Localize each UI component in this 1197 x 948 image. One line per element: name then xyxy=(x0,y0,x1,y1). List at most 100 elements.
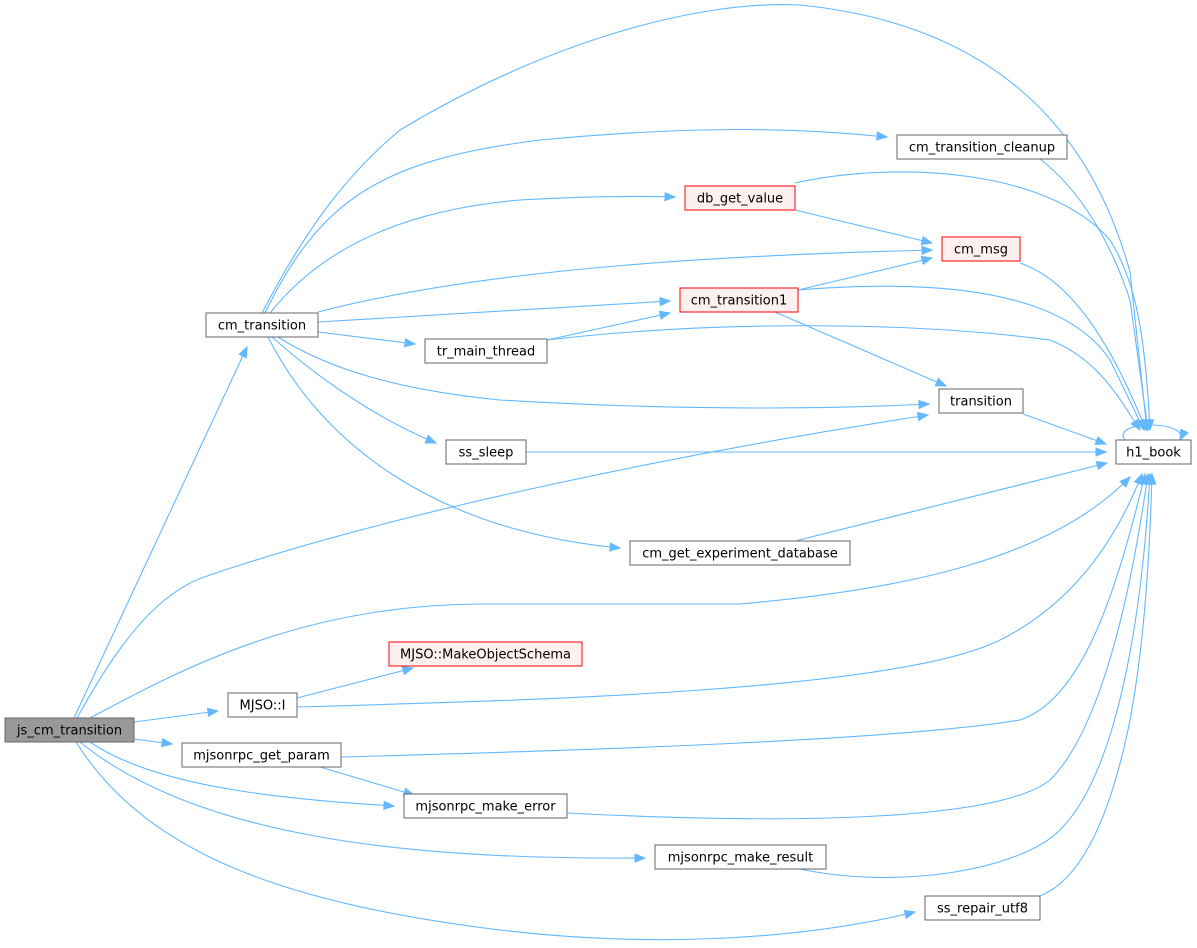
edge-js_cm_transition-to-h1_book xyxy=(89,476,1131,719)
node-ss_repair_utf8[interactable]: ss_repair_utf8 xyxy=(924,895,1041,921)
edge-js_cm_transition-to-mjsonrpc_make_result xyxy=(79,741,647,863)
node-label: mjsonrpc_make_result xyxy=(668,851,813,866)
edge-line xyxy=(317,300,671,323)
edge-line xyxy=(546,325,1141,431)
node-mjsonrpc_get_param[interactable]: mjsonrpc_get_param xyxy=(181,742,342,768)
edge-line xyxy=(73,346,248,719)
node-label: MJSO::MakeObjectSchema xyxy=(400,648,571,663)
edge-js_cm_transition-to-cm_transition xyxy=(73,345,248,719)
node-box[interactable] xyxy=(654,844,827,870)
edge-line xyxy=(133,710,219,723)
edge-line xyxy=(79,741,646,859)
edge-mjso_i-to-h1_book xyxy=(296,472,1143,708)
edge-line xyxy=(76,414,929,719)
edge-line xyxy=(296,473,1143,708)
node-label: mjsonrpc_make_error xyxy=(415,800,556,815)
node-box[interactable] xyxy=(388,641,583,667)
node-box[interactable] xyxy=(445,439,527,465)
node-box[interactable] xyxy=(679,287,799,313)
arrowhead xyxy=(403,338,417,348)
node-label: h1_book xyxy=(1126,446,1181,461)
edge-mjsonrpc_get_param-to-mjsonrpc_make_error xyxy=(319,766,416,797)
edge-ss_repair_utf8-to-h1_book xyxy=(1039,472,1157,897)
node-label: tr_main_thread xyxy=(437,345,536,360)
edge-cm_transition-to-db_get_value xyxy=(269,191,677,314)
arrowhead xyxy=(903,909,917,920)
node-mjsonrpc_make_result[interactable]: mjsonrpc_make_result xyxy=(654,844,827,870)
edge-line xyxy=(1019,262,1147,431)
edges-layer xyxy=(73,4,1189,941)
edge-line xyxy=(261,4,1148,431)
edge-js_cm_transition-to-ss_repair_utf8 xyxy=(75,741,917,941)
arrowhead xyxy=(658,310,672,320)
node-ss_sleep[interactable]: ss_sleep xyxy=(445,439,527,465)
arrowhead xyxy=(920,255,934,266)
node-box[interactable] xyxy=(403,793,568,819)
edge-db_get_value-to-cm_msg xyxy=(794,209,934,246)
node-box[interactable] xyxy=(938,388,1024,414)
node-box[interactable] xyxy=(1115,439,1192,465)
node-box[interactable] xyxy=(684,185,796,211)
edge-cm_transition-to-cm_transition_cleanup xyxy=(264,128,889,314)
node-label: cm_transition1 xyxy=(691,294,788,309)
arrowhead xyxy=(1095,447,1108,457)
nodes-layer: js_cm_transition cm_transition cm_transiti… xyxy=(4,134,1192,921)
arrowhead xyxy=(920,235,934,246)
edge-line xyxy=(797,285,1145,431)
node-label: db_get_value xyxy=(697,192,783,207)
arrowhead xyxy=(160,737,174,748)
edge-line xyxy=(340,473,1146,758)
edge-cm_get_experiment_database-to-h1_book xyxy=(794,460,1109,542)
node-label: mjsonrpc_get_param xyxy=(193,749,330,764)
node-transition[interactable]: transition xyxy=(938,388,1024,414)
arrowhead xyxy=(664,191,677,202)
edge-line xyxy=(799,473,1151,878)
edge-cm_transition_cleanup-to-h1_book xyxy=(1039,158,1152,432)
node-tr_main_thread[interactable]: tr_main_thread xyxy=(424,338,548,364)
arrowhead xyxy=(1119,476,1131,488)
node-cm_transition1[interactable]: cm_transition1 xyxy=(679,287,799,313)
node-js_cm_transition[interactable]: js_cm_transition xyxy=(4,717,135,743)
edge-line xyxy=(794,171,1151,431)
arrowhead xyxy=(424,434,438,444)
node-box[interactable] xyxy=(924,895,1041,921)
edge-mjso_i-to-mjso_makeobjectschema xyxy=(296,666,415,699)
node-box[interactable] xyxy=(941,236,1021,262)
edge-line xyxy=(89,476,1131,719)
node-box[interactable] xyxy=(4,717,135,743)
node-label: ss_repair_utf8 xyxy=(937,902,1028,917)
node-cm_msg[interactable]: cm_msg xyxy=(941,236,1021,262)
edge-line xyxy=(566,473,1149,820)
node-box[interactable] xyxy=(629,540,851,566)
arrowhead xyxy=(1146,472,1157,485)
edge-line xyxy=(774,311,947,387)
node-mjso_i[interactable]: MJSO::I xyxy=(227,692,298,718)
edge-line xyxy=(296,667,414,699)
edge-cm_transition-to-h1_book xyxy=(261,4,1151,432)
node-mjsonrpc_make_error[interactable]: mjsonrpc_make_error xyxy=(403,793,568,819)
edge-line xyxy=(89,741,395,807)
node-cm_get_experiment_database[interactable]: cm_get_experiment_database xyxy=(629,540,851,566)
edge-line xyxy=(277,336,930,409)
node-label: cm_transition xyxy=(218,319,306,334)
edge-cm_msg-to-h1_book xyxy=(1019,262,1147,432)
arrowhead xyxy=(609,542,622,552)
arrowhead xyxy=(916,411,930,422)
arrowhead xyxy=(401,666,415,676)
node-mjso_makeobjectschema[interactable]: MJSO::MakeObjectSchema xyxy=(388,641,583,667)
node-box[interactable] xyxy=(181,742,342,768)
edge-tr_main_thread-to-cm_transition1 xyxy=(546,310,672,341)
edge-line xyxy=(319,766,415,796)
node-box[interactable] xyxy=(227,692,298,718)
edge-line xyxy=(794,209,933,244)
node-box[interactable] xyxy=(424,338,548,364)
node-h1_book[interactable]: h1_book xyxy=(1115,439,1192,465)
edge-line xyxy=(267,336,621,549)
node-cm_transition_cleanup[interactable]: cm_transition_cleanup xyxy=(896,134,1068,160)
node-box[interactable] xyxy=(205,312,319,338)
edge-cm_transition-to-transition xyxy=(277,336,931,410)
node-db_get_value[interactable]: db_get_value xyxy=(684,185,796,211)
node-box[interactable] xyxy=(896,134,1068,160)
node-cm_transition[interactable]: cm_transition xyxy=(205,312,319,338)
